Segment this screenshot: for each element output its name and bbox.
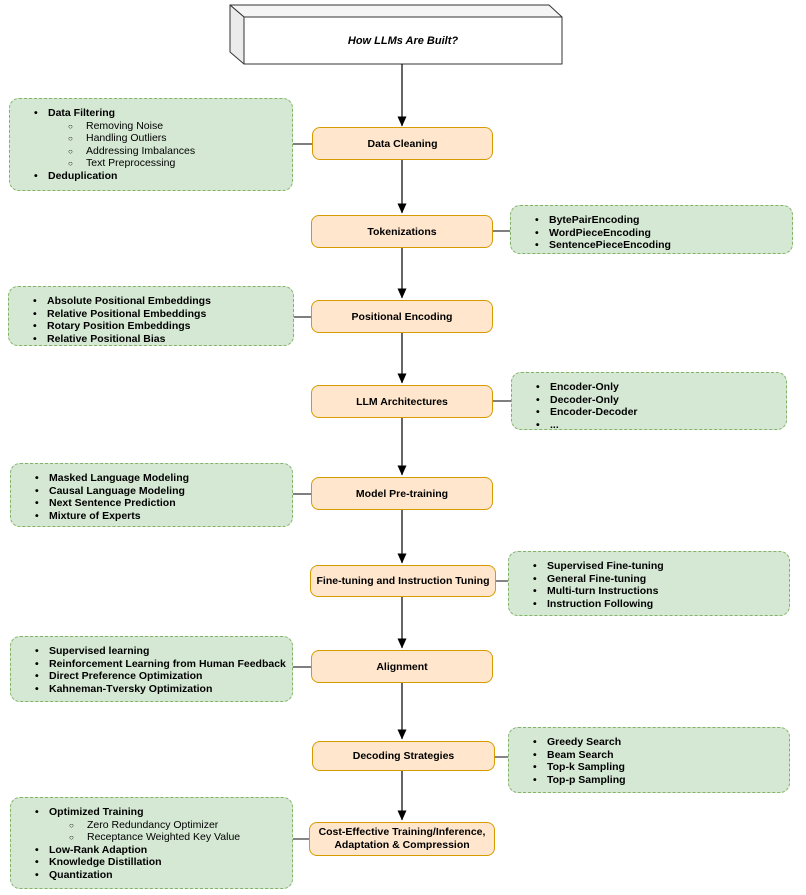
list-item: Low-Rank Adaption <box>11 844 288 857</box>
stage-tokenizations: Tokenizations <box>311 215 493 248</box>
list-item: Greedy Search <box>509 736 785 749</box>
list-item: Supervised Fine-tuning <box>509 560 785 573</box>
list-item: Kahneman-Tversky Optimization <box>11 683 288 696</box>
list-item: Relative Positional Embeddings <box>9 308 289 321</box>
stage-label: Decoding Strategies <box>352 750 455 762</box>
detail-box-positional-encoding: Absolute Positional Embeddings Relative … <box>8 286 294 346</box>
list-item: Knowledge Distillation <box>11 856 288 869</box>
stage-label: Model Pre-training <box>355 487 449 500</box>
list-item: Deduplication <box>10 170 288 183</box>
list-item: Receptance Weighted Key Value <box>11 831 288 844</box>
list-item: Reinforcement Learning from Human Feedba… <box>11 658 288 671</box>
stage-label: Positional Encoding <box>351 310 453 323</box>
stage-fine-tuning-instruction-tuning: Fine-tuning and Instruction Tuning <box>310 565 496 597</box>
stage-alignment: Alignment <box>311 650 493 683</box>
list-item: Top-k Sampling <box>509 761 785 774</box>
detail-box-fine-tuning: Supervised Fine-tuning General Fine-tuni… <box>508 551 790 616</box>
list-item: General Fine-tuning <box>509 573 785 586</box>
detail-box-data-cleaning: Data Filtering Removing Noise Handling O… <box>9 98 293 191</box>
list-item: Mixture of Experts <box>11 510 288 523</box>
stage-label: Alignment <box>376 660 428 673</box>
stage-positional-encoding: Positional Encoding <box>311 300 493 333</box>
list-item: Handling Outliers <box>10 132 288 145</box>
detail-box-tokenizations: BytePairEncoding WordPieceEncoding Sente… <box>510 205 793 254</box>
stage-label: Cost-Effective Training/Inference, Adapt… <box>318 826 486 851</box>
list-item: Top-p Sampling <box>509 774 785 787</box>
list-item: Data Filtering <box>10 107 288 120</box>
list-item: Text Preprocessing <box>10 157 288 170</box>
list-item: Relative Positional Bias <box>9 333 289 345</box>
detail-box-alignment: Supervised learning Reinforcement Learni… <box>10 636 293 702</box>
list-item: Encoder-Decoder <box>512 406 782 419</box>
list-item: Zero Redundancy Optimizer <box>11 819 288 832</box>
detail-box-decoding-strategies: Greedy Search Beam Search Top-k Sampling… <box>508 727 790 793</box>
list-item: Decoder-Only <box>512 394 782 407</box>
stage-decoding-strategies: Decoding Strategies <box>312 741 495 771</box>
list-item: Quantization <box>11 869 288 882</box>
stage-label: Data Cleaning <box>367 137 438 150</box>
stage-label: LLM Architectures <box>356 395 448 408</box>
list-item: Addressing Imbalances <box>10 145 288 158</box>
diagram-title: How LLMs Are Built? <box>347 34 459 47</box>
list-item: SentencePieceEncoding <box>511 239 788 252</box>
list-item: Causal Language Modeling <box>11 485 288 498</box>
list-item: Beam Search <box>509 749 785 762</box>
stage-label: Tokenizations <box>367 225 437 238</box>
stage-llm-architectures: LLM Architectures <box>311 385 493 418</box>
list-item: Encoder-Only <box>512 381 782 394</box>
detail-box-llm-architectures: Encoder-Only Decoder-Only Encoder-Decode… <box>511 372 787 430</box>
stage-data-cleaning: Data Cleaning <box>312 127 493 160</box>
list-item: Optimized Training <box>11 806 288 819</box>
list-item: ... <box>512 419 782 429</box>
list-item: Removing Noise <box>10 120 288 133</box>
detail-box-model-pre-training: Masked Language Modeling Causal Language… <box>10 463 293 527</box>
list-item: Direct Preference Optimization <box>11 670 288 683</box>
list-item: Masked Language Modeling <box>11 472 288 485</box>
list-item: Rotary Position Embeddings <box>9 320 289 333</box>
list-item: Next Sentence Prediction <box>11 497 288 510</box>
stage-cost-effective: Cost-Effective Training/Inference, Adapt… <box>309 822 495 856</box>
list-item: WordPieceEncoding <box>511 227 788 240</box>
list-item: Supervised learning <box>11 645 288 658</box>
list-item: Absolute Positional Embeddings <box>9 295 289 308</box>
list-item: Multi-turn Instructions <box>509 585 785 598</box>
stage-model-pre-training: Model Pre-training <box>311 477 493 510</box>
list-item: Instruction Following <box>509 598 785 611</box>
detail-box-cost-effective: Optimized Training Zero Redundancy Optim… <box>10 797 293 889</box>
stage-label: Fine-tuning and Instruction Tuning <box>316 575 490 587</box>
list-item: BytePairEncoding <box>511 214 788 227</box>
